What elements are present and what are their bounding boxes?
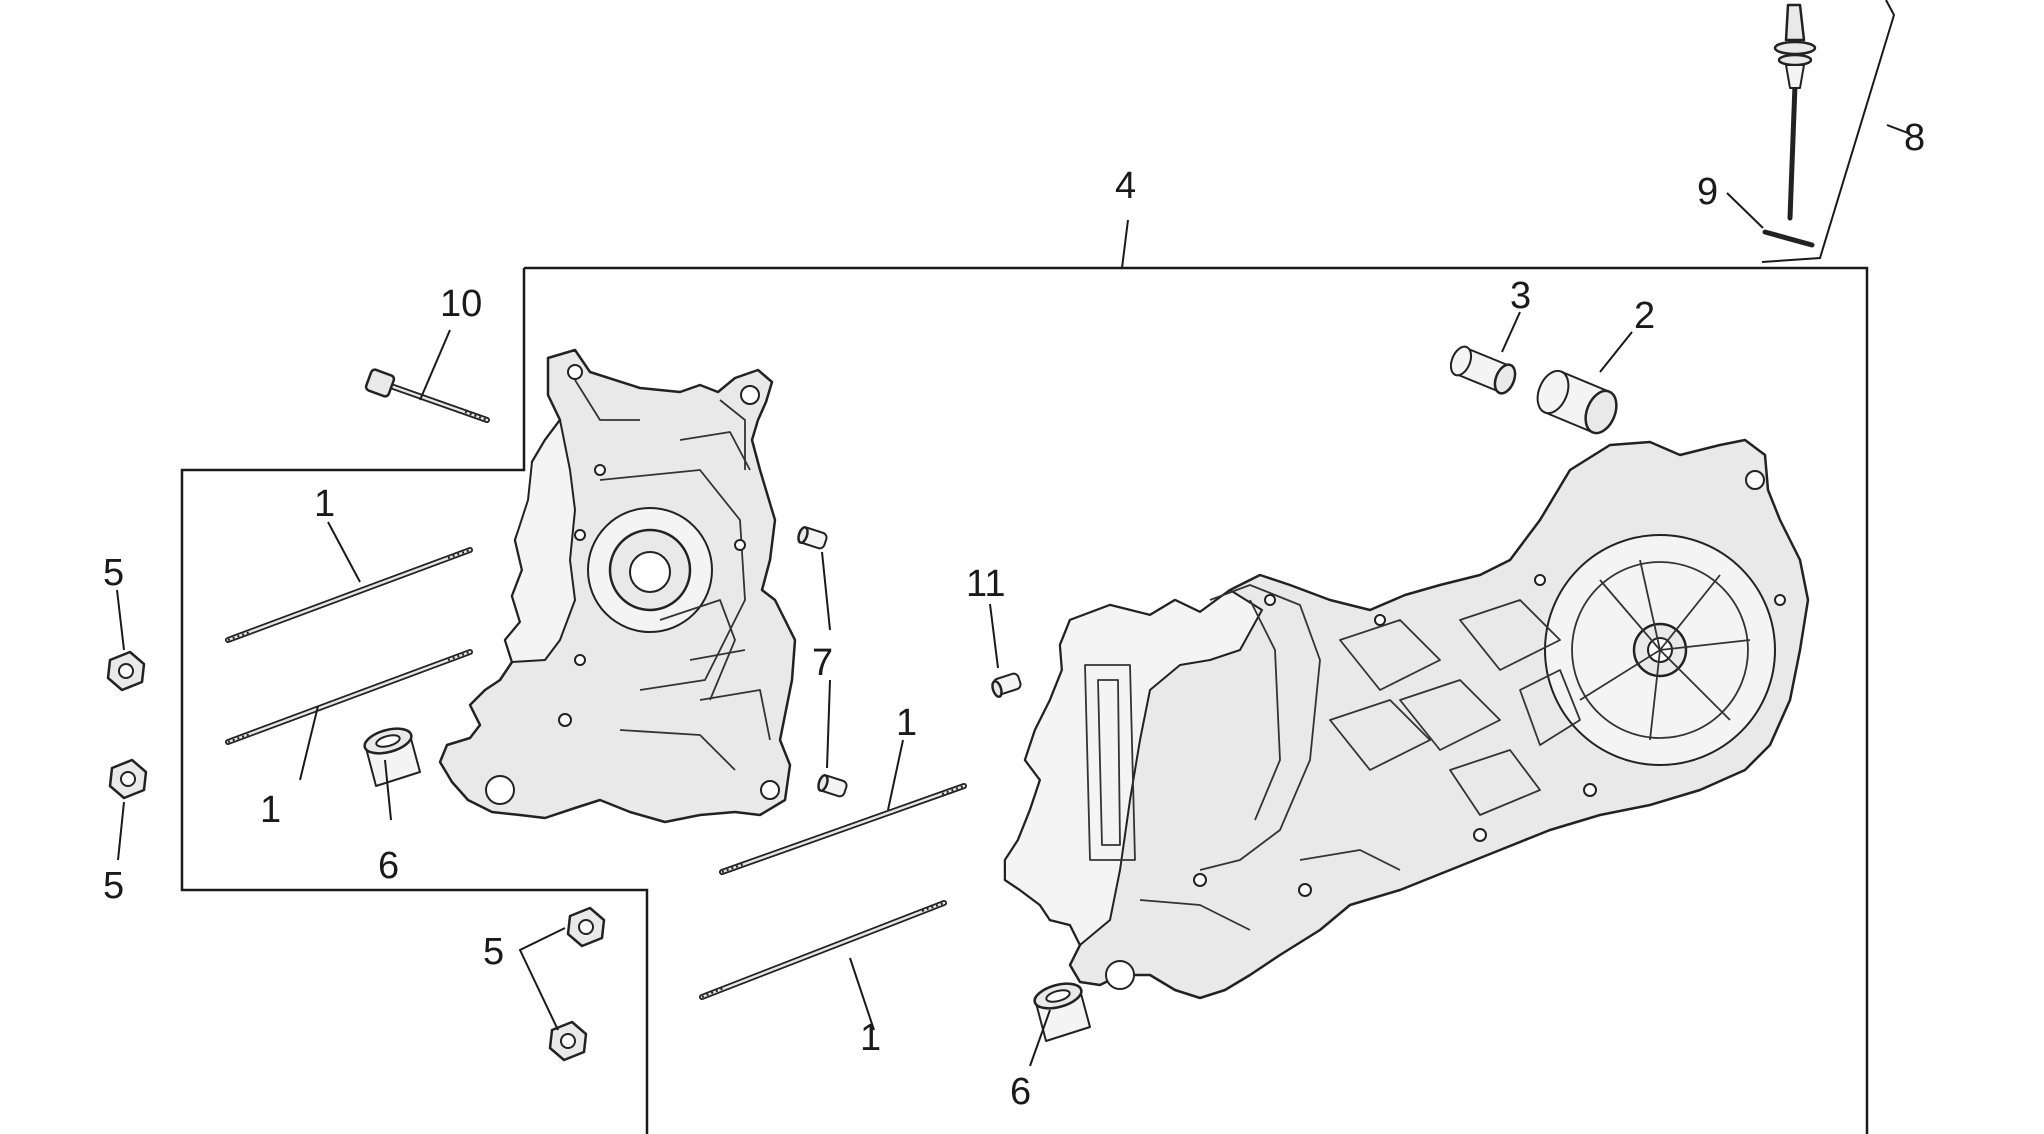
- stud-1b: [225, 649, 473, 745]
- bushing-3: [1449, 345, 1517, 395]
- callout-4: 4: [1115, 165, 1136, 207]
- callout-8: 8: [1904, 117, 1925, 159]
- callout-2: 2: [1634, 295, 1655, 337]
- bolt-10: [364, 368, 490, 423]
- nut-5d: [548, 1020, 588, 1062]
- nut-5a: [106, 650, 146, 692]
- spacer-6b: [1033, 982, 1091, 1042]
- callout-5a: 5: [103, 552, 124, 594]
- callout-7: 7: [812, 642, 833, 684]
- dipstick-8: [1773, 3, 1817, 221]
- nut-5b: [108, 758, 148, 800]
- callout-3: 3: [1510, 275, 1531, 317]
- callout-10: 10: [440, 283, 482, 325]
- right-crankcase-half: [1003, 438, 1810, 1000]
- callout-9: 9: [1697, 171, 1718, 213]
- callout-5b: 5: [103, 865, 124, 907]
- assembly-group-frame: [180, 266, 1869, 1134]
- callout-5c: 5: [483, 931, 504, 973]
- left-crankcase-half: [438, 348, 797, 824]
- spacer-6a: [363, 727, 421, 787]
- callout-6a: 6: [378, 845, 399, 887]
- dowel-pin-11: [991, 672, 1022, 698]
- bushing-2: [1536, 369, 1618, 435]
- callout-1b: 1: [260, 789, 281, 831]
- dowel-pin-7b: [817, 774, 848, 798]
- stud-1a: [225, 547, 473, 643]
- dowel-pin-7a: [797, 526, 828, 550]
- callout-11: 11: [966, 563, 1005, 605]
- leader-lines: [116, 0, 1909, 1067]
- stud-1d: [699, 900, 947, 1000]
- callout-6b: 6: [1010, 1071, 1031, 1113]
- callout-1a: 1: [314, 483, 335, 525]
- stud-1c: [719, 783, 967, 875]
- nut-5c: [566, 906, 606, 948]
- callout-1c: 1: [896, 702, 917, 744]
- o-ring-9: [1762, 229, 1815, 248]
- callout-1d: 1: [860, 1017, 881, 1059]
